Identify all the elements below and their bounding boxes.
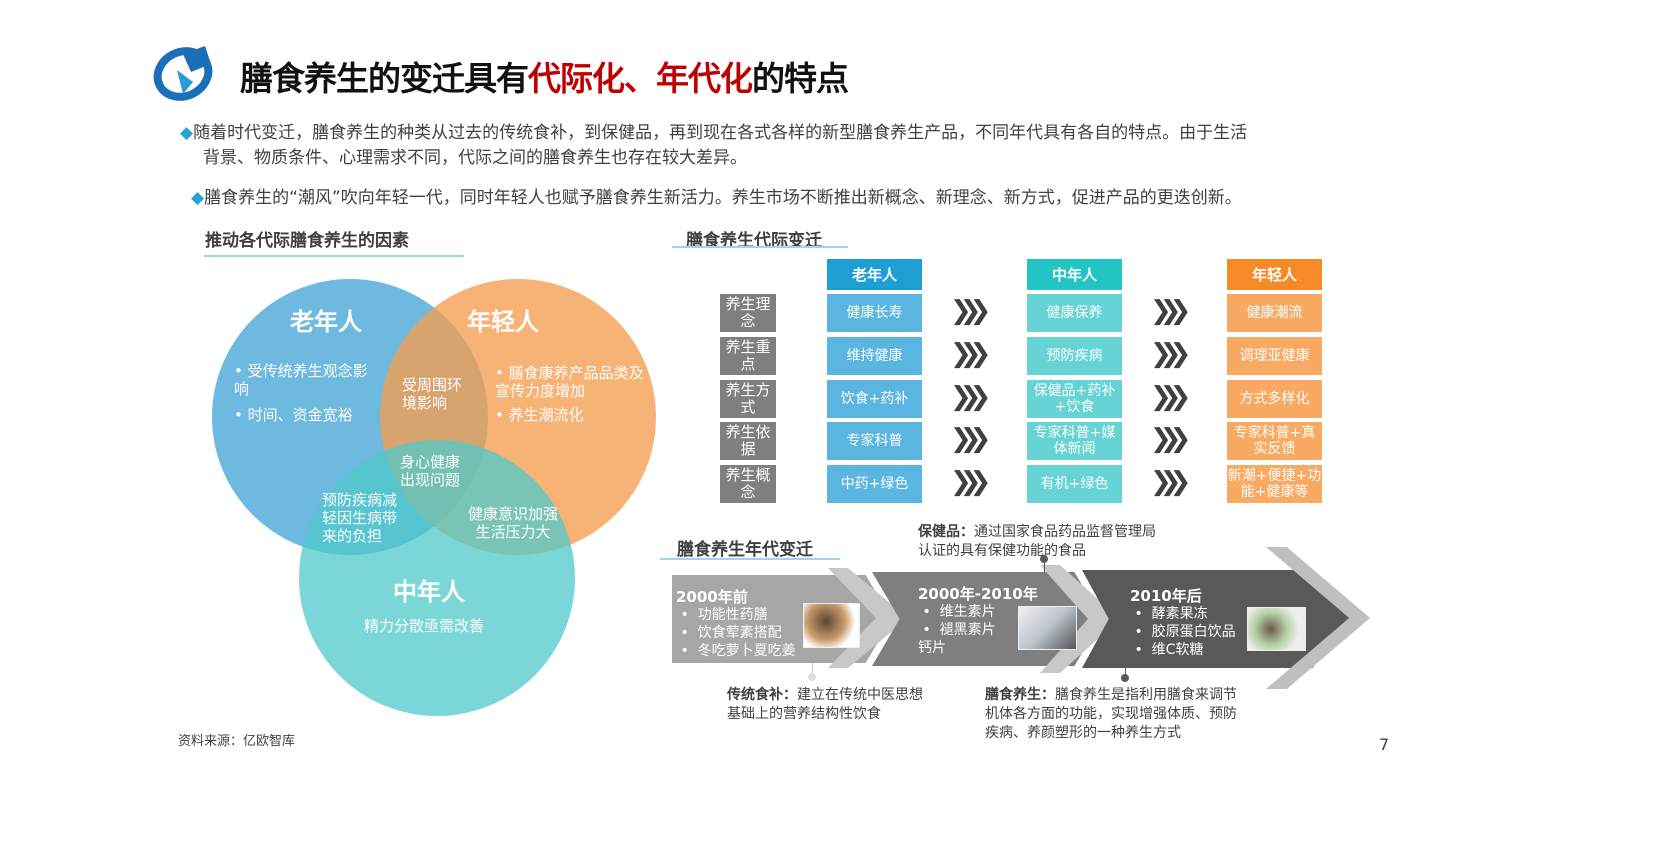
era-period-item: • 冬吃萝卜夏吃姜	[676, 643, 796, 659]
chevron-arrow-icon: ❯❯❯	[1150, 296, 1192, 326]
generation-title-underline	[672, 246, 848, 248]
era-period-item: • 酵素果冻	[1130, 606, 1208, 622]
page-number: 7	[1379, 735, 1390, 754]
chevron-arrow-icon: ❯❯❯	[1150, 467, 1192, 497]
generation-row-label: 养生重点	[720, 337, 776, 375]
era-period-item: • 褪黑素片	[918, 622, 996, 638]
era-period-item: • 维C软糖	[1130, 642, 1204, 658]
era-period-label: 2010年后	[1130, 587, 1202, 605]
chevron-arrow-icon: ❯❯❯	[950, 424, 992, 454]
generation-row-label: 养生理念	[720, 294, 776, 332]
note-dot	[1121, 674, 1129, 682]
era-photo-herbal	[803, 603, 860, 648]
era-period-label: 2000年-2010年	[918, 585, 1038, 603]
venn-middle-label: 中年人	[393, 578, 465, 606]
venn-elder-label: 老年人	[290, 308, 362, 336]
venn-elder-item: • 受传统养生观念影响	[234, 362, 368, 398]
note-dietary: 膳食养生：膳食养生是指利用膳食来调节机体各方面的功能，实现增强体质、预防疾病、养…	[985, 687, 1237, 741]
bullet-1: ◆随着时代变迁，膳食养生的种类从过去的传统食补，到保健品，再到现在各式各样的新型…	[180, 123, 1248, 143]
generation-cell: 专家科普+真实反馈	[1227, 422, 1322, 460]
generation-cell: 保健品+药补+饮食	[1027, 380, 1122, 418]
bullet-1-cont: 背景、物质条件、心理需求不同，代际之间的膳食养生也存在较大差异。	[203, 148, 747, 168]
era-period-item: • 胶原蛋白饮品	[1130, 624, 1236, 640]
chevron-arrow-icon: ❯❯❯	[950, 339, 992, 369]
venn-circle-middle	[299, 440, 575, 716]
note-connector	[1125, 668, 1126, 678]
chevron-arrow-icon: ❯❯❯	[1150, 382, 1192, 412]
venn-elder-middle: 预防疾病减轻因生病带来的负担	[322, 491, 398, 545]
generation-row-label: 养生依据	[720, 422, 776, 460]
era-period: 2000年-2010年 • 维生素片 • 褪黑素片钙片	[918, 585, 1038, 657]
chevron-arrow-icon: ❯❯❯	[1150, 339, 1192, 369]
chevron-arrow-icon: ❯❯❯	[1150, 424, 1192, 454]
note-connector	[1044, 555, 1045, 573]
era-period-item: • 饮食荤素搭配	[676, 625, 782, 641]
generation-cell: 有机+绿色	[1027, 465, 1122, 503]
era-period: 2010年后 • 酵素果冻 • 胶原蛋白饮品 • 维C软糖	[1130, 587, 1236, 659]
generation-cell: 新潮+便捷+功能+健康等	[1227, 465, 1322, 503]
generation-cell: 健康保养	[1027, 294, 1122, 332]
venn-center: 身心健康出现问题	[400, 453, 461, 489]
venn-title: 推动各代际膳食养生的因素	[205, 231, 409, 251]
venn-young-item: • 养生潮流化	[495, 406, 584, 424]
venn-elder-item: • 时间、资金宽裕	[234, 406, 353, 424]
note-traditional: 传统食补：建立在传统中医思想基础上的营养结构性饮食	[727, 687, 923, 722]
generation-header: 中年人	[1027, 259, 1122, 290]
generation-header: 老年人	[827, 259, 922, 290]
generation-row-label: 养生方式	[720, 380, 776, 418]
generation-cell: 中药+绿色	[827, 465, 922, 503]
venn-elder-young: 受周围环境影响	[402, 376, 463, 412]
note-dot	[808, 673, 816, 681]
note-dot	[1040, 555, 1048, 563]
generation-cell: 方式多样化	[1227, 380, 1322, 418]
era-period-extra: 钙片	[918, 640, 946, 656]
generation-cell: 饮食+药补	[827, 380, 922, 418]
source-note: 资料来源：亿欧智库	[178, 734, 296, 749]
generation-cell: 专家科普+媒体新闻	[1027, 422, 1122, 460]
generation-row-label: 养生概念	[720, 465, 776, 503]
era-period-label: 2000年前	[676, 588, 748, 606]
venn-middle-text: 精力分散亟需改善	[364, 617, 485, 635]
era-period: 2000年前 • 功能性药膳 • 饮食荤素搭配 • 冬吃萝卜夏吃姜	[676, 588, 796, 660]
generation-cell: 调理亚健康	[1227, 337, 1322, 375]
era-period-item: • 功能性药膳	[676, 607, 768, 623]
venn-young-middle: 健康意识加强生活压力大	[467, 505, 558, 541]
generation-cell: 专家科普	[827, 422, 922, 460]
generation-cell: 健康潮流	[1227, 294, 1322, 332]
chevron-arrow-icon: ❯❯❯	[950, 296, 992, 326]
era-photo-jelly	[1247, 607, 1306, 651]
era-title-underline	[660, 558, 840, 560]
era-title: 膳食养生年代变迁	[677, 540, 813, 560]
era-photo-pills	[1018, 606, 1077, 650]
generation-cell: 预防疾病	[1027, 337, 1122, 375]
venn-title-underline	[204, 255, 464, 257]
generation-cell: 维持健康	[827, 337, 922, 375]
venn-young-label: 年轻人	[467, 308, 539, 336]
generation-cell: 健康长寿	[827, 294, 922, 332]
chevron-arrow-icon: ❯❯❯	[950, 382, 992, 412]
venn-young-item: • 膳食康养产品品类及宣传力度增加	[495, 364, 644, 400]
bullet-2: ◆膳食养生的“潮风”吹向年轻一代，同时年轻人也赋予膳食养生新活力。养生市场不断推…	[191, 188, 1242, 208]
page-title: 膳食养生的变迁具有代际化、年代化的特点	[240, 59, 849, 98]
era-period-item: • 维生素片	[918, 604, 996, 620]
chevron-arrow-icon: ❯❯❯	[950, 467, 992, 497]
note-connector	[812, 663, 813, 677]
note-health-products: 保健品：通过国家食品药品监督管理局认证的具有保健功能的食品	[918, 524, 1156, 559]
logo-icon	[153, 46, 213, 101]
generation-header: 年轻人	[1227, 259, 1322, 290]
